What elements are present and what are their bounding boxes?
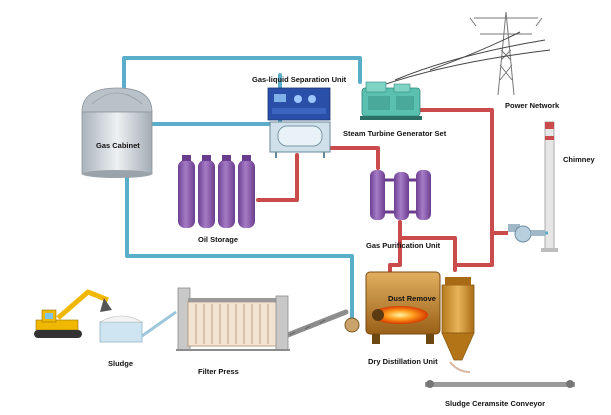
filter-press-label: Filter Press: [198, 367, 239, 376]
gas-liquid-separation-unit-label: Gas-liquid Separation Unit: [252, 75, 347, 84]
power-lines: [379, 31, 551, 87]
dry-distillation-furnace: [344, 271, 441, 344]
chimney-label: Chimney: [563, 155, 595, 164]
excavator: [34, 289, 112, 338]
dry-distillation-unit-label: Dry Distillation Unit: [368, 357, 438, 366]
oil-storage-tanks: [178, 155, 255, 228]
power-network-label: Power Network: [505, 101, 560, 110]
sludge-pile: [98, 310, 177, 343]
gas-purification-unit-label: Gas Purification Unit: [366, 241, 441, 250]
sludge-ceramsite-conveyor-label: Sludge Ceramsite Conveyor: [445, 399, 546, 408]
gas-cabinet-label: Gas Cabinet: [96, 141, 140, 150]
oil-storage-label: Oil Storage: [198, 235, 239, 244]
filter-press: [176, 287, 290, 351]
sludge-label: Sludge: [108, 359, 134, 368]
gas-purification-unit: [370, 170, 431, 220]
steam-turbine-generator-set: [360, 81, 422, 120]
gas-cabinet: [81, 87, 153, 178]
gas-liquid-separation-unit: [267, 87, 331, 158]
hot-pipes: [256, 108, 494, 274]
induced-draft-fan: [492, 224, 548, 243]
chimney: [541, 121, 558, 252]
dust-remove-label: Dust Remove: [388, 294, 436, 303]
power-tower: [469, 11, 543, 96]
steam-turbine-generator-set-label: Steam Turbine Generator Set: [343, 129, 447, 138]
ceramsite-conveyor: [425, 361, 575, 388]
dust-remover: [441, 277, 475, 361]
